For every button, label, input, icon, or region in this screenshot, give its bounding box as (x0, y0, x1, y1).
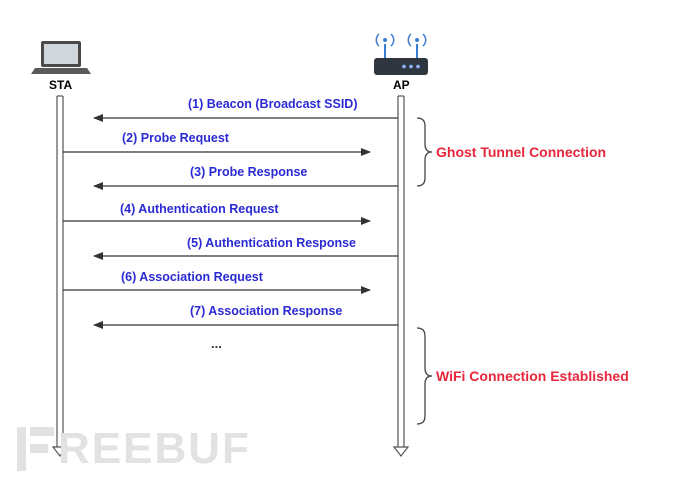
ellipsis: ... (211, 336, 222, 351)
sta-label: STA (49, 78, 73, 92)
laptop-icon (31, 41, 91, 74)
ghost-tunnel-bracket (416, 117, 433, 187)
ghost-tunnel-label: Ghost Tunnel Connection (436, 144, 607, 160)
router-icon (374, 33, 428, 75)
message-label-7: (7) Association Response (190, 304, 343, 318)
sta-lifeline (51, 95, 69, 457)
watermark-text: REEBUF (58, 424, 251, 474)
message-label-5: (5) Authentication Response (187, 236, 356, 250)
wifi-established-label: WiFi Connection Established (436, 368, 629, 384)
message-label-2: (2) Probe Request (122, 131, 229, 145)
message-label-6: (6) Association Request (121, 270, 263, 284)
message-label-1: (1) Beacon (Broadcast SSID) (188, 97, 358, 111)
message-label-3: (3) Probe Response (190, 165, 308, 179)
watermark-logo (17, 427, 54, 471)
wifi-established-bracket (416, 327, 433, 425)
ap-label: AP (393, 78, 410, 92)
message-label-4: (4) Authentication Request (120, 202, 279, 216)
watermark-text-inner: REEBUF (58, 424, 251, 473)
ap-lifeline (392, 95, 410, 457)
